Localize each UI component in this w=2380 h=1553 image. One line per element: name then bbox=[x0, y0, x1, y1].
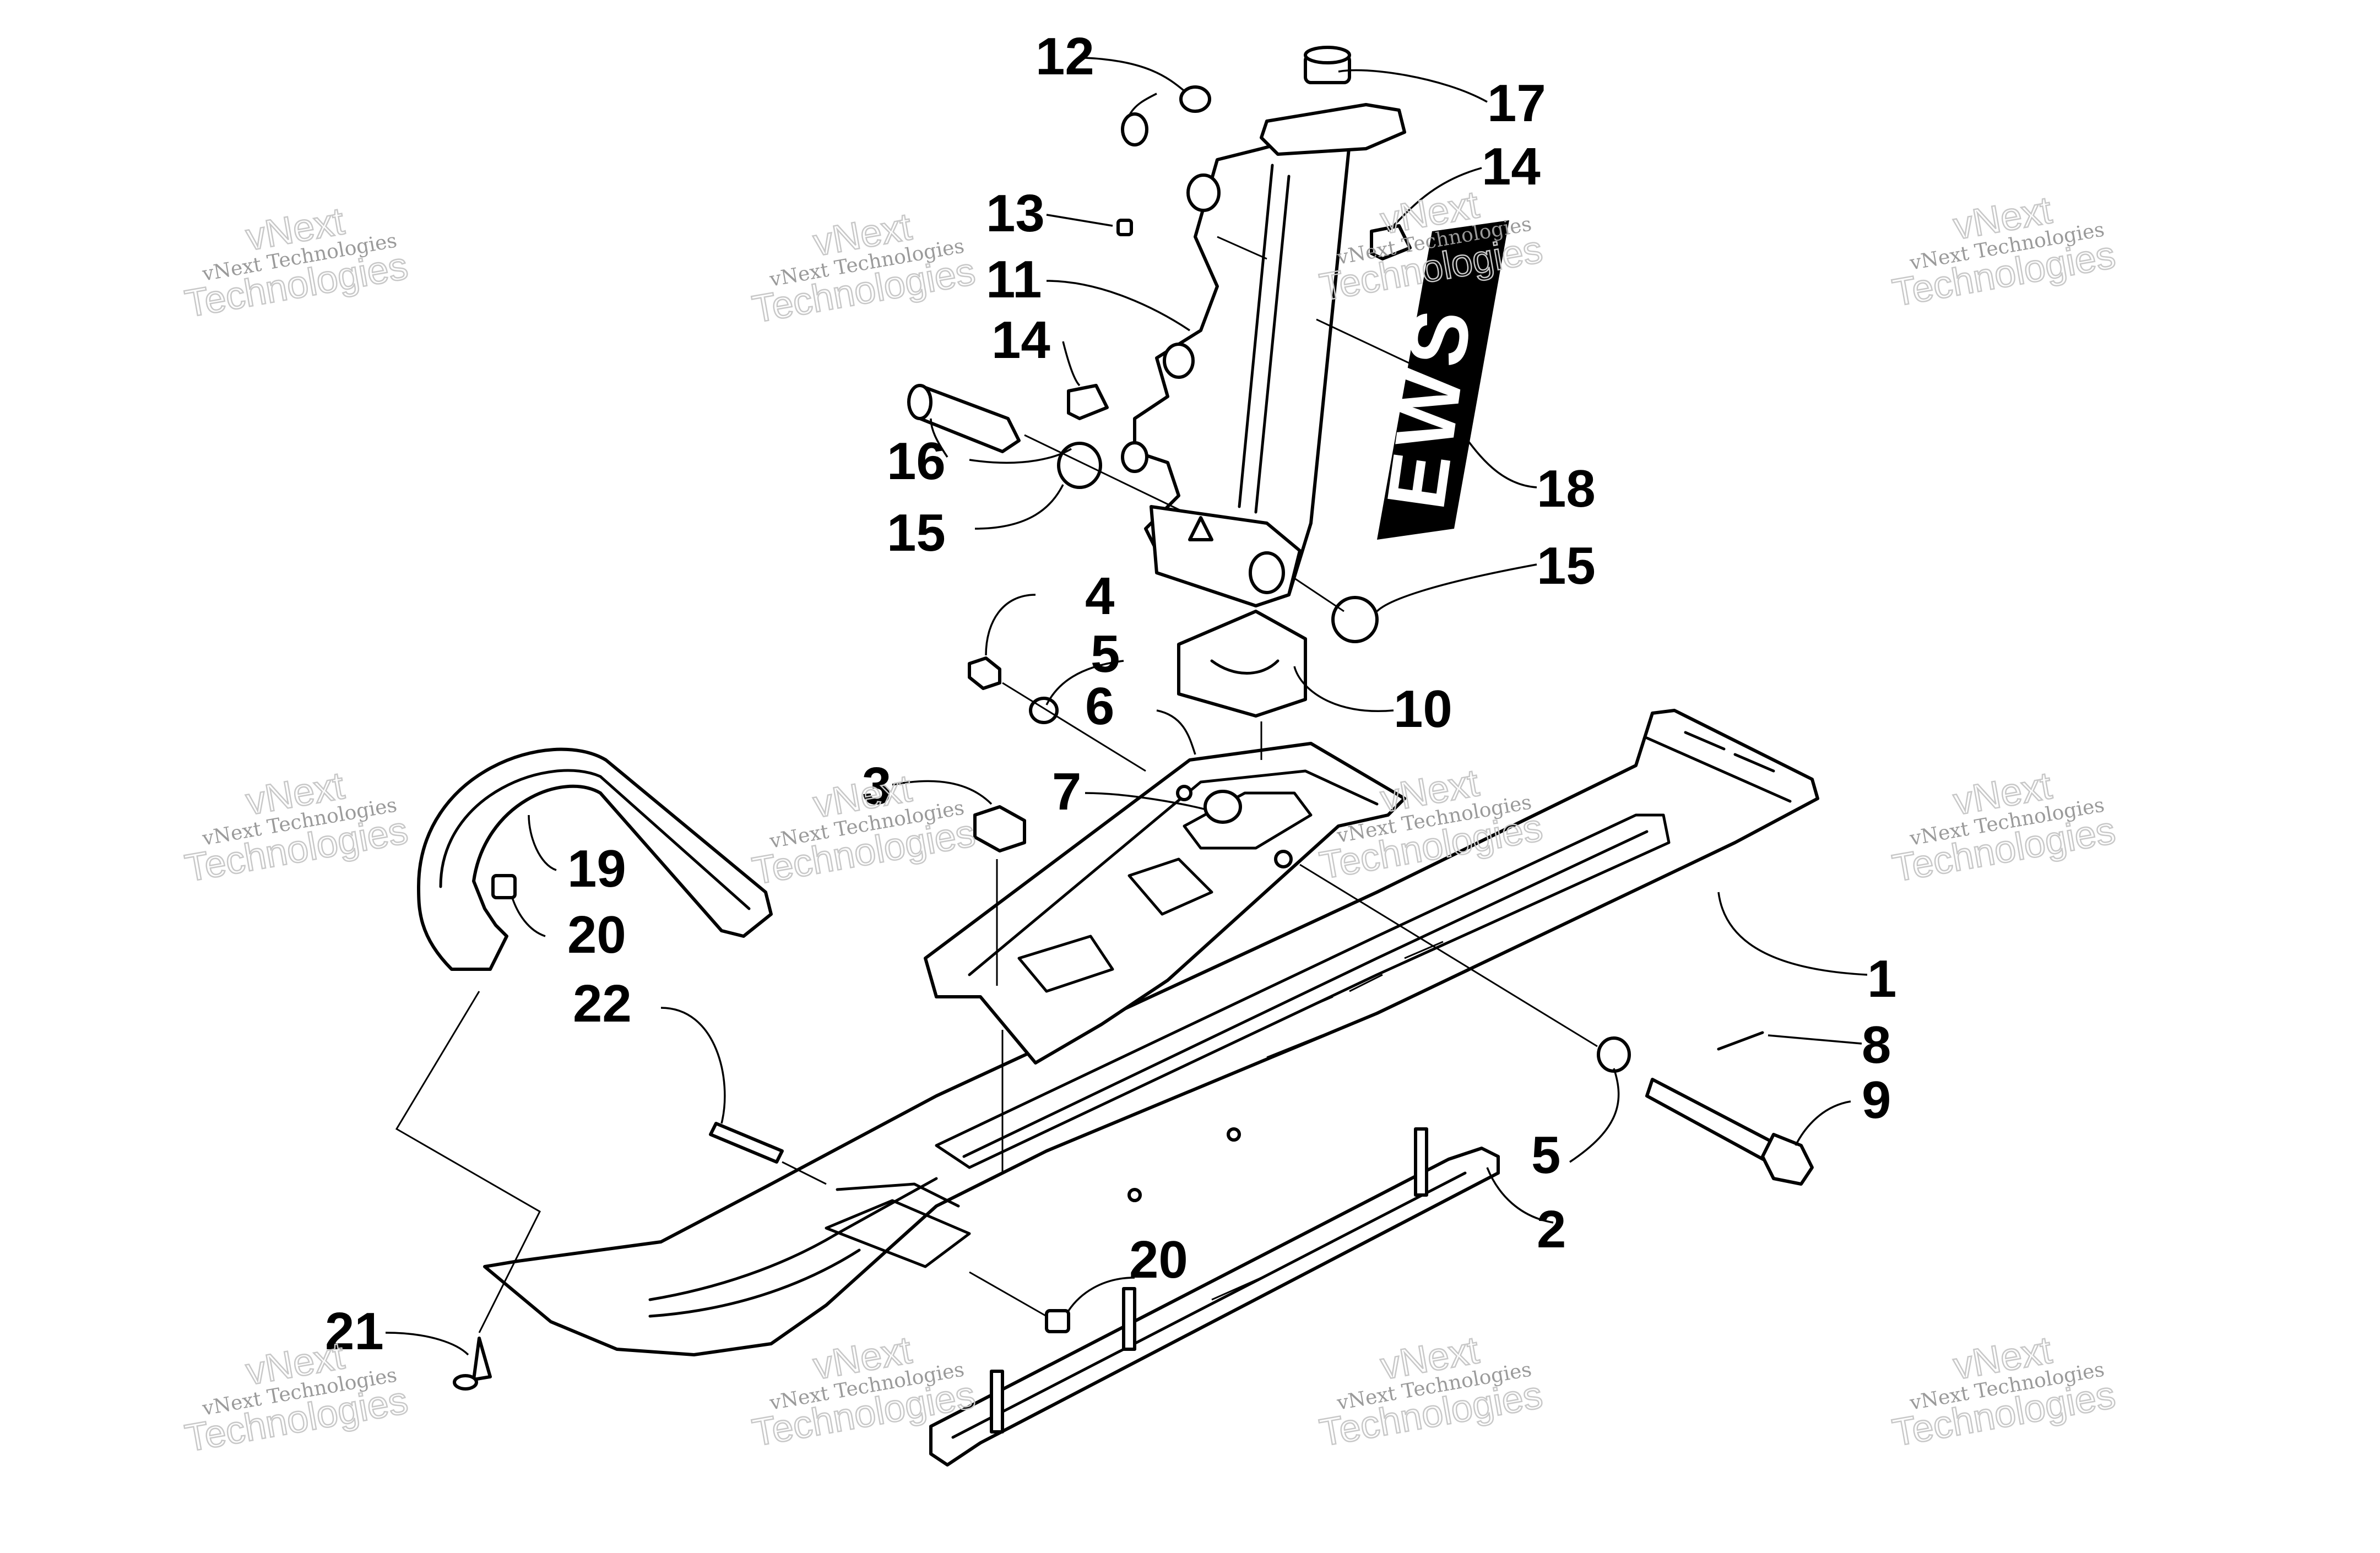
callout-4: 4 bbox=[1085, 567, 1114, 626]
washer-7 bbox=[1203, 790, 1242, 824]
bushing-14-upper bbox=[1370, 224, 1412, 260]
nut-20-upper bbox=[491, 874, 517, 899]
callout-21: 21 bbox=[325, 1302, 384, 1361]
wear-bar bbox=[929, 1127, 1500, 1467]
nut-4 bbox=[968, 656, 1001, 690]
nut-3 bbox=[973, 805, 1026, 852]
callout-5-upper: 5 bbox=[1091, 625, 1120, 683]
callout-6: 6 bbox=[1085, 677, 1114, 736]
callout-22: 22 bbox=[573, 974, 632, 1033]
washer-5-lower bbox=[1597, 1036, 1631, 1073]
screw-21 bbox=[472, 1337, 492, 1381]
callout-5-lower: 5 bbox=[1531, 1126, 1560, 1185]
cotter-pin bbox=[1717, 1031, 1764, 1051]
ski-body bbox=[483, 709, 1819, 1356]
bushing-15-right bbox=[1331, 596, 1379, 643]
callout-19: 19 bbox=[567, 839, 626, 898]
pin-16-end bbox=[907, 384, 933, 420]
decal-text: EWS bbox=[1369, 299, 1489, 514]
callout-13: 13 bbox=[986, 184, 1045, 243]
callout-10: 10 bbox=[1394, 680, 1452, 739]
callout-14-lower: 14 bbox=[991, 311, 1050, 370]
callout-2: 2 bbox=[1537, 1200, 1566, 1259]
leader-lines bbox=[385, 57, 1868, 1356]
callout-15-left: 15 bbox=[887, 503, 946, 562]
spindle bbox=[1121, 103, 1406, 607]
bushing-14-lower bbox=[1067, 384, 1109, 420]
callout-7: 7 bbox=[1052, 762, 1081, 821]
bolt-9 bbox=[1645, 1078, 1814, 1186]
callout-14-upper: 14 bbox=[1482, 137, 1541, 196]
grease-fitting bbox=[1116, 219, 1133, 236]
screw-22 bbox=[709, 1122, 784, 1164]
callout-8: 8 bbox=[1862, 1016, 1891, 1074]
cap-plug bbox=[1304, 46, 1351, 84]
washer-top-12 bbox=[1179, 85, 1211, 113]
bushing-small-12 bbox=[1121, 112, 1148, 146]
callout-20-upper: 20 bbox=[567, 905, 626, 964]
nut-20-lower bbox=[1045, 1309, 1070, 1333]
callout-3: 3 bbox=[862, 757, 891, 816]
callout-16: 16 bbox=[887, 432, 946, 491]
callout-9: 9 bbox=[1862, 1071, 1891, 1130]
callout-numbers: 1 2 3 4 5 5 6 7 8 9 10 11 12 13 14 14 15… bbox=[325, 27, 1896, 1361]
rubber-stopper bbox=[1177, 610, 1307, 718]
callout-11: 11 bbox=[986, 250, 1042, 309]
callout-18: 18 bbox=[1537, 459, 1596, 518]
ski-saddle bbox=[924, 742, 1406, 1065]
callout-15-right: 15 bbox=[1537, 536, 1596, 595]
bushing-15-left bbox=[1057, 442, 1102, 489]
assembly-lines bbox=[395, 236, 1598, 1333]
loop-handle bbox=[417, 747, 773, 971]
callout-17: 17 bbox=[1487, 74, 1546, 133]
callout-1: 1 bbox=[1867, 949, 1896, 1008]
callout-12: 12 bbox=[1036, 27, 1094, 86]
callout-20-lower: 20 bbox=[1129, 1230, 1188, 1289]
